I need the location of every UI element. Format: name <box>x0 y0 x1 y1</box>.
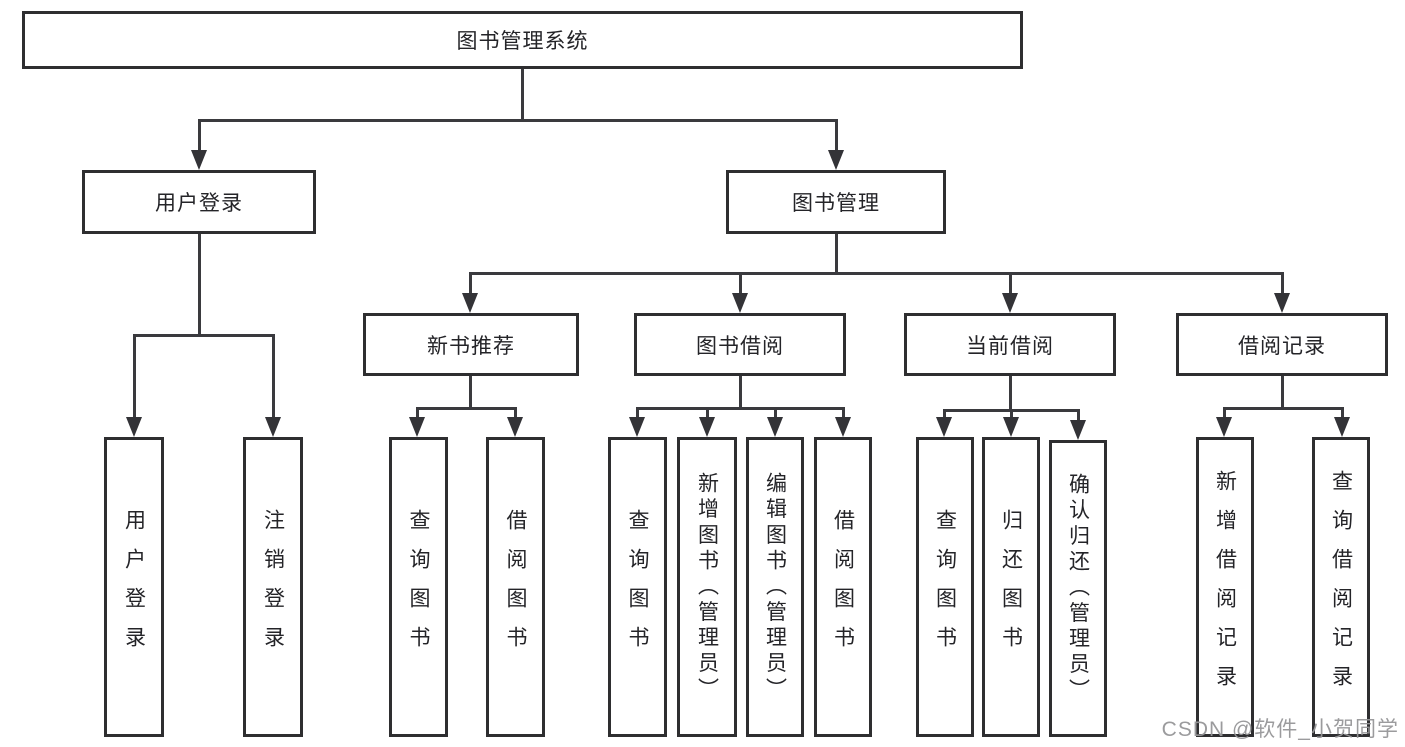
node-label: 用户登录 <box>155 192 243 215</box>
node-root: 图书管理系统 <box>22 11 1023 69</box>
connector-line <box>271 335 275 422</box>
connector-line <box>773 408 777 424</box>
connector-line <box>197 234 201 335</box>
arrowhead-icon <box>828 150 844 170</box>
arrowhead-icon <box>767 417 783 437</box>
arrowhead-icon <box>1334 417 1350 437</box>
node-label: 编辑图书（管理员） <box>763 471 787 703</box>
arrowhead-icon <box>409 417 425 437</box>
connector-line <box>415 408 419 424</box>
connector-line <box>415 406 517 410</box>
arrowhead-icon <box>1070 420 1086 440</box>
node-leaf-add-borrow-record: 新增借阅记录 <box>1196 437 1254 737</box>
node-label: 图书管理 <box>792 192 880 215</box>
node-book-management: 图书管理 <box>726 170 946 234</box>
node-label: 查询图书 <box>626 509 649 665</box>
node-leaf-query-books-3: 查询图书 <box>916 437 974 737</box>
connector-line <box>468 271 1284 275</box>
arrowhead-icon <box>265 417 281 437</box>
connector-line <box>1222 406 1344 410</box>
connector-line <box>468 376 472 408</box>
node-leaf-borrow-books-2: 借阅图书 <box>814 437 872 737</box>
connector-line <box>197 120 201 155</box>
connector-line <box>738 273 742 300</box>
connector-line <box>513 408 517 424</box>
node-label: 新增借阅记录 <box>1213 470 1237 704</box>
connector-line <box>635 406 845 410</box>
node-label: 新增图书（管理员） <box>695 471 719 703</box>
node-new-book-recommend: 新书推荐 <box>363 313 579 376</box>
arrowhead-icon <box>1003 417 1019 437</box>
node-label: 查询图书 <box>407 509 430 665</box>
node-label: 借阅记录 <box>1238 334 1326 358</box>
node-label: 查询借阅记录 <box>1329 470 1353 704</box>
node-label: 归还图书 <box>999 509 1023 665</box>
connector-line <box>1076 410 1080 426</box>
arrowhead-icon <box>462 293 478 313</box>
connector-line <box>635 408 639 424</box>
arrowhead-icon <box>699 417 715 437</box>
node-user-login-group: 用户登录 <box>82 170 316 234</box>
node-label: 用户登录 <box>122 509 146 665</box>
connector-line <box>1340 408 1344 424</box>
node-leaf-user-login: 用户登录 <box>104 437 164 737</box>
node-book-borrow: 图书借阅 <box>634 313 846 376</box>
connector-line <box>197 118 838 122</box>
connector-line <box>705 408 709 424</box>
node-leaf-confirm-return: 确认归还（管理员） <box>1049 440 1107 737</box>
arrowhead-icon <box>1274 293 1290 313</box>
arrowhead-icon <box>1002 293 1018 313</box>
arrowhead-icon <box>936 417 952 437</box>
node-label: 确认归还（管理员） <box>1066 473 1090 704</box>
arrowhead-icon <box>732 293 748 313</box>
connector-line <box>132 335 136 422</box>
node-leaf-logout: 注销登录 <box>243 437 303 737</box>
node-label: 当前借阅 <box>966 334 1054 358</box>
node-label: 借阅图书 <box>831 509 855 665</box>
arrowhead-icon <box>191 150 207 170</box>
connector-line <box>841 408 845 424</box>
connector-line <box>468 273 472 300</box>
connector-line <box>1280 273 1284 300</box>
node-leaf-query-books-2: 查询图书 <box>608 437 667 737</box>
connector-line <box>834 234 838 273</box>
node-label: 图书管理系统 <box>456 30 589 53</box>
arrowhead-icon <box>629 417 645 437</box>
connector-line <box>738 376 742 408</box>
node-leaf-edit-book-admin: 编辑图书（管理员） <box>746 437 804 737</box>
connector-line <box>1222 408 1226 424</box>
arrowhead-icon <box>1216 417 1232 437</box>
node-leaf-add-book-admin: 新增图书（管理员） <box>677 437 737 737</box>
node-current-borrow: 当前借阅 <box>904 313 1116 376</box>
connector-line <box>834 120 838 155</box>
arrowhead-icon <box>507 417 523 437</box>
connector-line <box>132 333 275 337</box>
node-leaf-query-borrow-record: 查询借阅记录 <box>1312 437 1370 737</box>
connector-line <box>1008 273 1012 300</box>
node-label: 图书借阅 <box>696 334 784 358</box>
arrowhead-icon <box>126 417 142 437</box>
node-leaf-borrow-books-1: 借阅图书 <box>486 437 545 737</box>
node-label: 借阅图书 <box>504 509 527 665</box>
connector-line <box>520 68 524 120</box>
node-label: 查询图书 <box>933 509 957 665</box>
node-label: 新书推荐 <box>427 334 515 358</box>
connector-line <box>1280 376 1284 408</box>
node-leaf-return-book: 归还图书 <box>982 437 1040 737</box>
watermark: CSDN @软件_小贺同学 <box>1161 718 1399 741</box>
arrowhead-icon <box>835 417 851 437</box>
node-leaf-query-books-1: 查询图书 <box>389 437 448 737</box>
connector-line <box>1008 376 1012 410</box>
node-label: 注销登录 <box>261 509 285 665</box>
node-borrow-records: 借阅记录 <box>1176 313 1388 376</box>
